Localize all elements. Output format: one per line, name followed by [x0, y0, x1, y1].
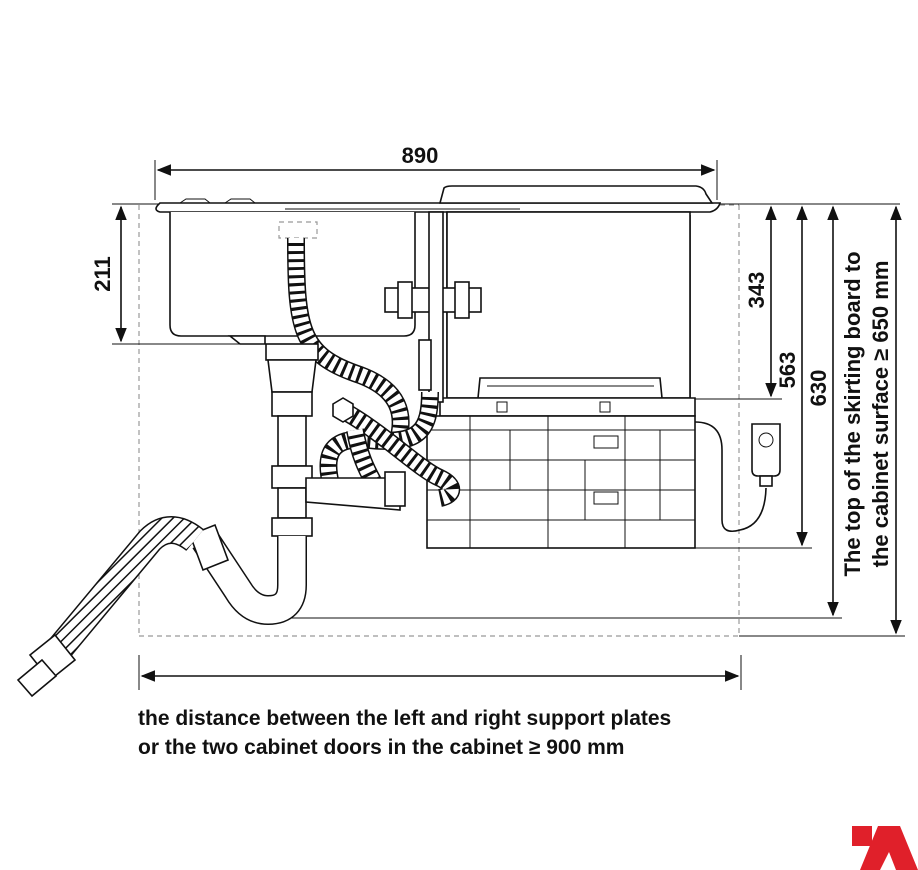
height-563-label: 563 — [775, 352, 800, 389]
power-plug-icon — [751, 423, 781, 487]
height-343-dimension: 343 — [690, 203, 900, 400]
power-cable — [694, 421, 767, 533]
skirting-dimension: The top of the skirting board to the cab… — [739, 205, 905, 637]
water-tank — [426, 415, 696, 549]
height-343-label: 343 — [744, 272, 769, 309]
distance-note-line2: or the two cabinet doors in the cabinet … — [138, 736, 624, 759]
drain-fitting — [265, 343, 406, 537]
skirting-note-line2: the cabinet surface ≥ 650 mm — [868, 261, 893, 568]
height-563-dimension: 563 — [695, 205, 812, 549]
vertical-pipe — [418, 211, 444, 403]
appliance-housing — [384, 211, 696, 417]
sink-depth-label: 211 — [90, 256, 115, 292]
skirting-note-line1: The top of the skirting board to — [840, 251, 865, 576]
width-dimension-label: 890 — [402, 143, 439, 168]
width-dimension: 890 — [154, 143, 718, 200]
height-630-dimension: 630 — [290, 205, 842, 619]
sink-top-plate — [155, 185, 722, 213]
brand-logo-icon — [852, 826, 918, 870]
cabinet-distance-dimension — [138, 655, 742, 690]
sink-depth-dimension: 211 — [90, 203, 262, 345]
cabinet-outline — [138, 204, 740, 637]
distance-note-line1: the distance between the left and right … — [138, 707, 671, 730]
height-630-label: 630 — [806, 370, 831, 407]
outlet-hose — [16, 516, 204, 698]
u-trap — [188, 523, 307, 626]
